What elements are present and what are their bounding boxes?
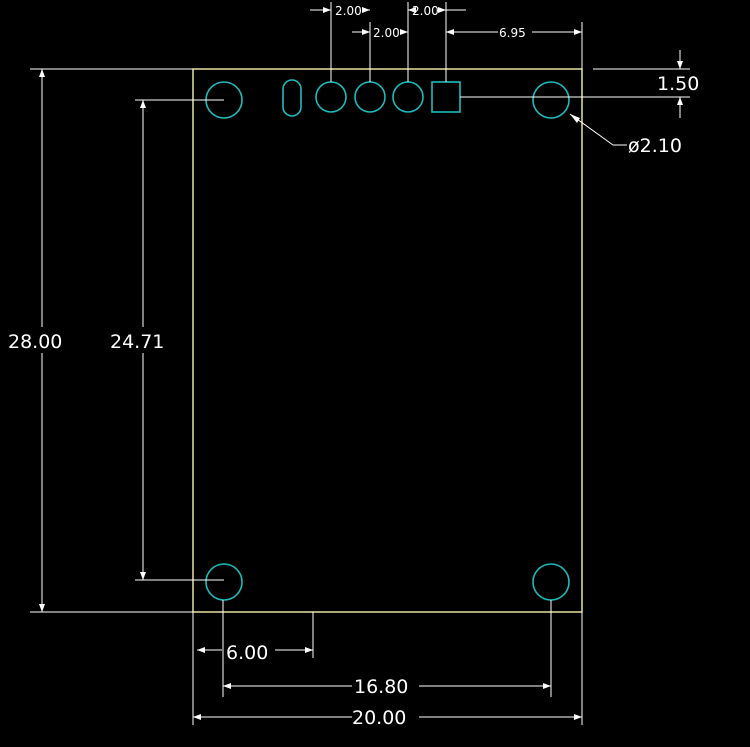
pin-pitch-label-2: 2.00 (373, 26, 400, 40)
mount-spacing-horizontal-label: 16.80 (354, 676, 408, 698)
mounting-hole-top-right (532, 81, 570, 119)
hole-offset-dimension: 6.00 (192, 600, 314, 725)
overall-width-label: 20.00 (352, 707, 406, 729)
overall-height-label: 28.00 (8, 331, 62, 353)
mounting-hole-bottom-left (205, 563, 243, 601)
overall-width-dimension: 20.00 (193, 612, 583, 729)
hole-diameter-label: ø2.10 (628, 135, 682, 157)
mount-spacing-vertical-label: 24.71 (110, 331, 164, 353)
header-pin-1 (282, 79, 302, 117)
mount-spacing-vertical-dimension: 24.71 (110, 99, 224, 581)
pin-pitch-label-3: 2.00 (412, 4, 439, 18)
mount-spacing-horizontal-dimension: 16.80 (223, 600, 552, 698)
hole-offset-label: 6.00 (226, 642, 268, 664)
hole-diameter-leader: ø2.10 (569, 113, 682, 157)
board-outline (192, 68, 583, 613)
pin-pitch-dimensions: 2.00 2.00 2.00 6.95 (310, 2, 583, 82)
edge-offset-label: 1.50 (657, 73, 699, 95)
header-offset-label: 6.95 (499, 26, 526, 40)
edge-offset-dimension: 1.50 (460, 50, 699, 118)
overall-height-dimension: 28.00 (8, 68, 193, 613)
pin-pitch-label-1: 2.00 (335, 4, 362, 18)
